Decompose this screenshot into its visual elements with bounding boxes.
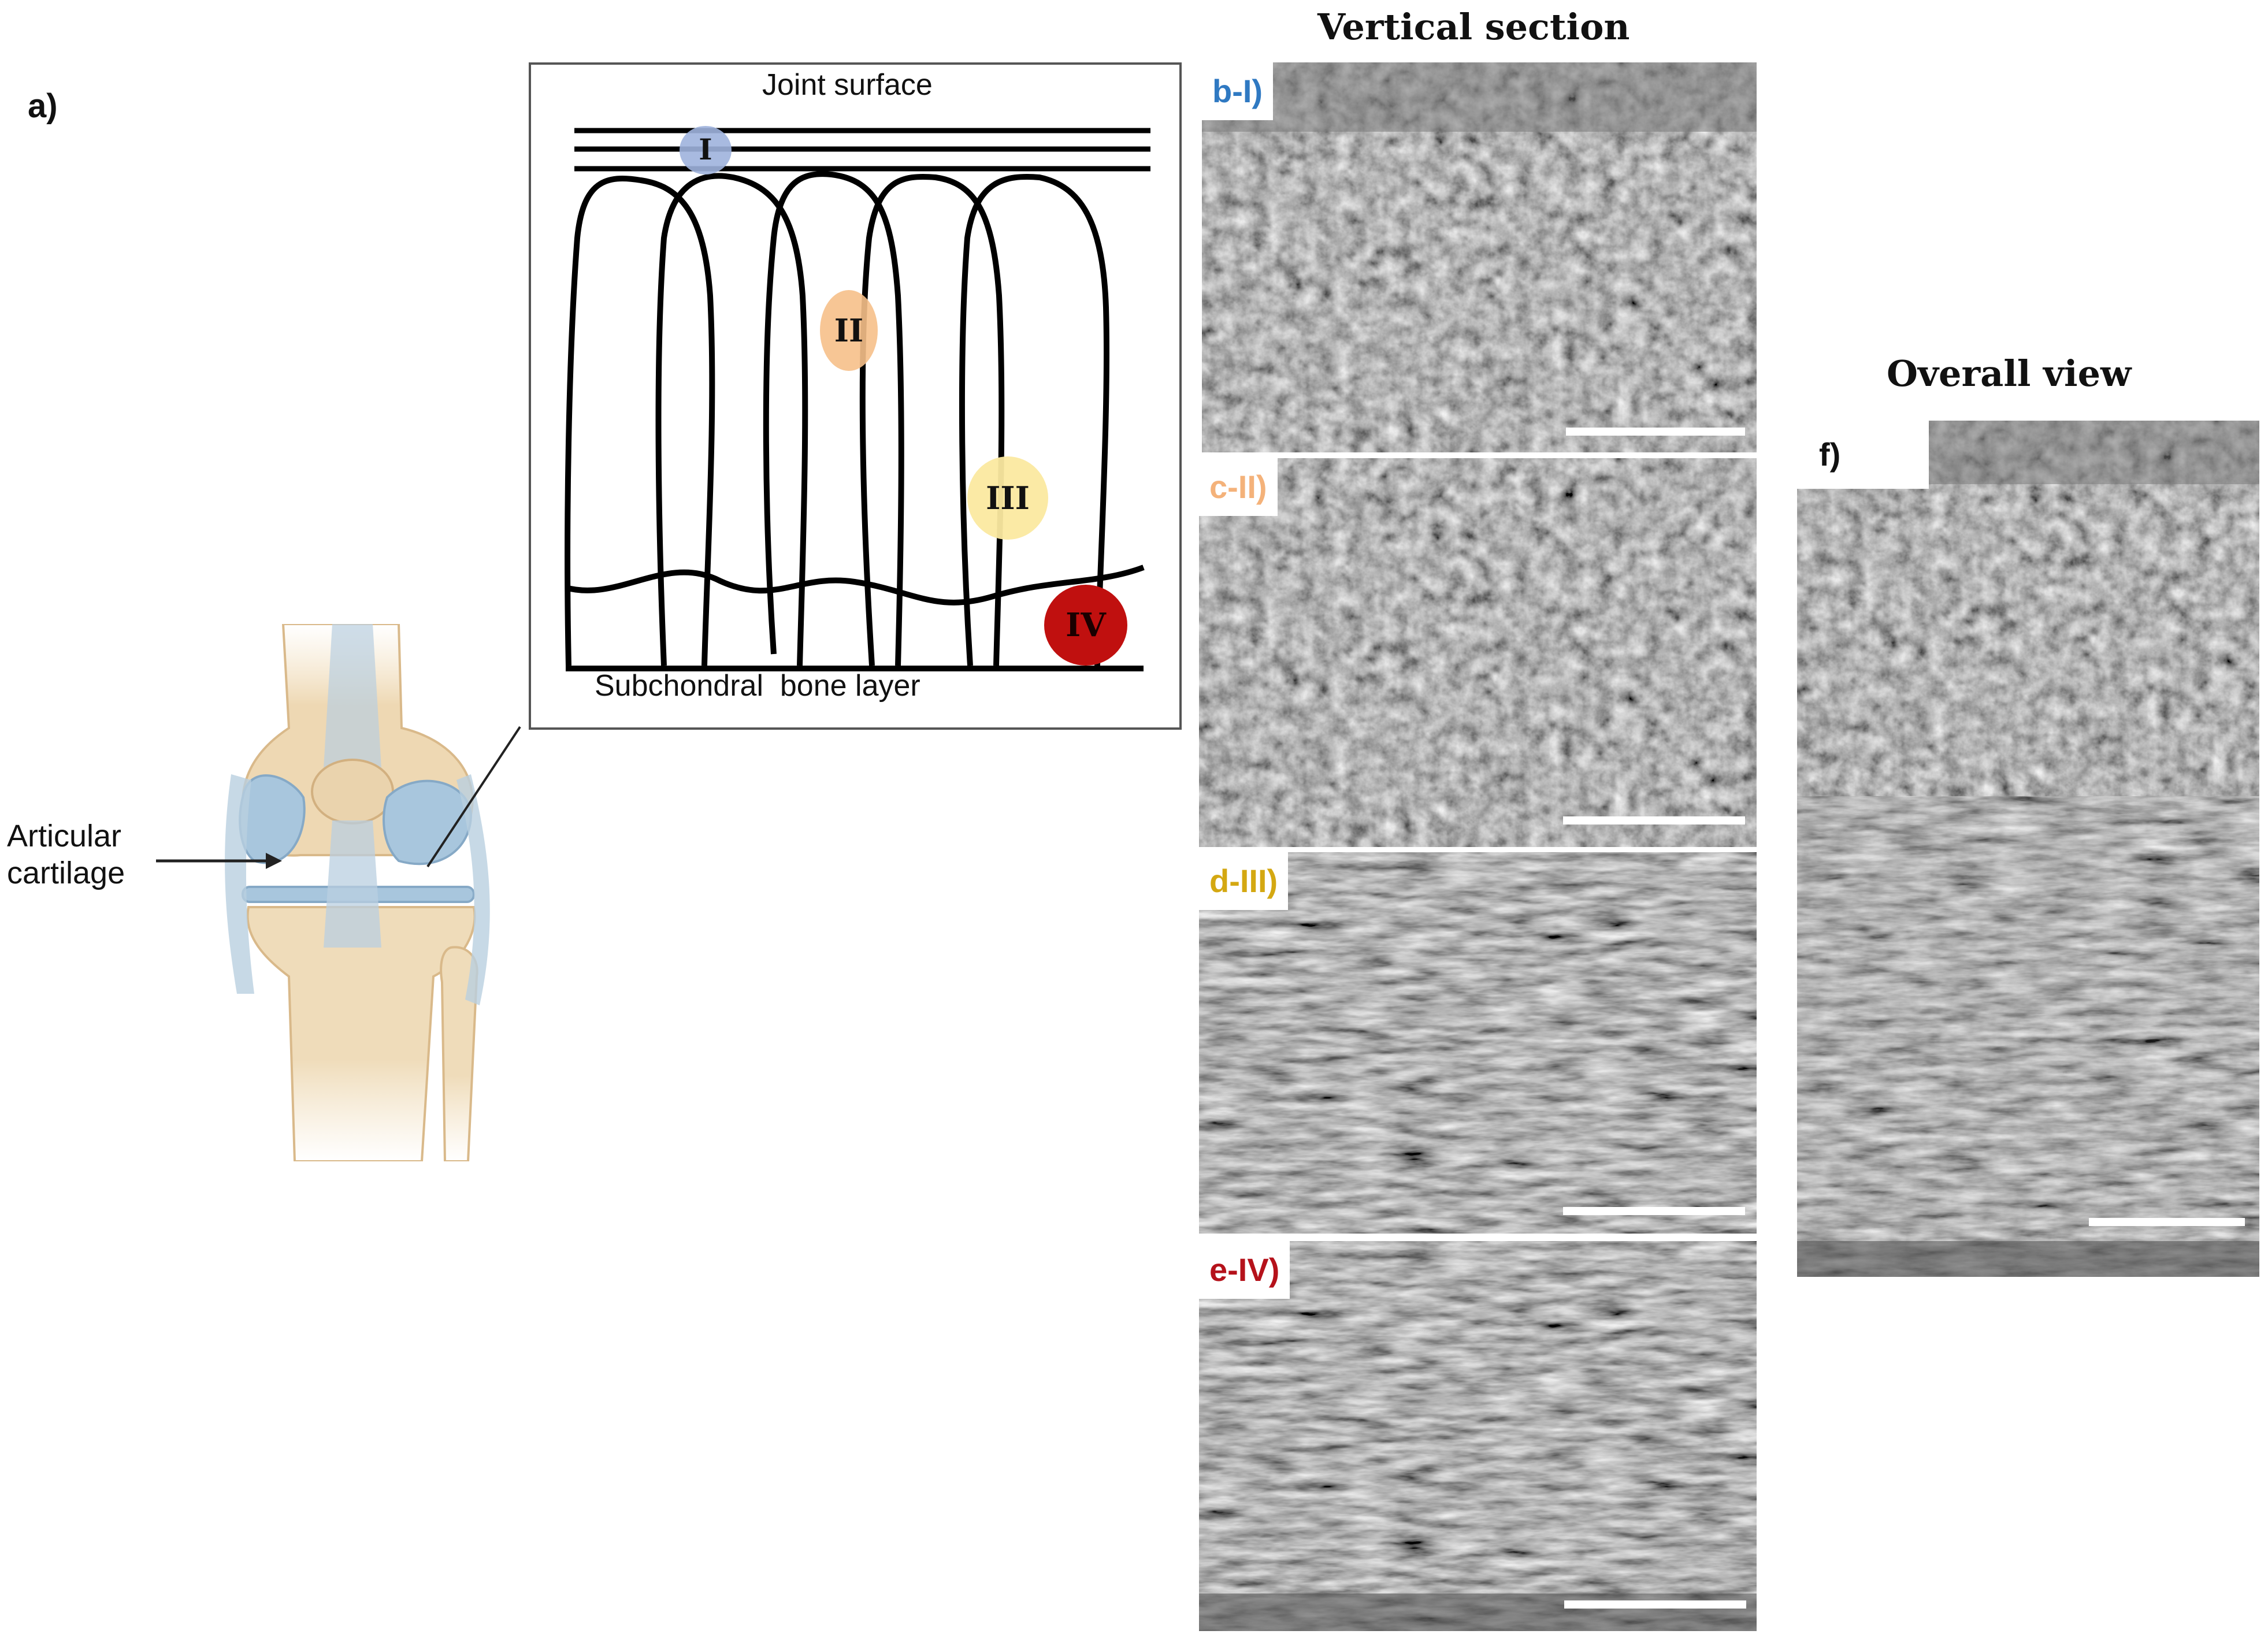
panel-f-label: f) <box>1797 421 1929 489</box>
sem-image-overall: f) <box>1797 421 2259 1277</box>
panel-e-label: e-IV) <box>1199 1241 1290 1299</box>
sem-image-zone-IV: e-IV) <box>1199 1241 1757 1631</box>
vertical-section-heading: Vertical section <box>1317 6 1630 48</box>
cartilage-zone-schematic: Joint surface Subchondral bone layer <box>529 62 1182 730</box>
callout-line-1: Articular <box>7 819 122 853</box>
zone-III-label: III <box>986 480 1030 517</box>
sem-image-zone-I: b-I) <box>1202 62 1757 452</box>
joint-surface-label: Joint surface <box>762 68 933 102</box>
zone-marker-I <box>680 126 732 174</box>
knee-illustration <box>225 624 490 1161</box>
zone-III-circle <box>967 456 1048 540</box>
zone-I-label: I <box>699 132 712 166</box>
articular-cartilage-label: Articular cartilage <box>7 818 125 892</box>
sem-image-zone-III: d-III) <box>1199 852 1757 1234</box>
overall-view-heading: Overall view <box>1887 352 2132 395</box>
zone-schematic-drawing <box>565 126 1150 671</box>
scale-bar-f <box>2089 1218 2245 1226</box>
panel-b-label: b-I) <box>1202 62 1274 120</box>
zone-IV-circle <box>1044 585 1127 666</box>
column-arch-2 <box>655 173 808 666</box>
zone-IV-label: IV <box>1066 606 1106 644</box>
column-arch-3 <box>763 171 904 666</box>
zone-II-label: II <box>834 312 864 349</box>
zone-marker-IV <box>1044 585 1127 666</box>
sem-image-zone-II: c-II) <box>1199 458 1757 847</box>
scale-bar-d <box>1563 1207 1745 1215</box>
column-arch-5 <box>959 173 1109 666</box>
scale-bar-c <box>1563 816 1745 824</box>
subchondral-bone-label: Subchondral bone layer <box>595 669 920 703</box>
tidemark-line <box>565 564 1145 606</box>
zone-marker-II <box>820 290 878 371</box>
panel-a-label: a) <box>28 87 58 125</box>
zoom-connector-line <box>426 726 521 868</box>
panel-c-label: c-II) <box>1199 458 1278 516</box>
callout-line-2: cartilage <box>7 856 125 890</box>
zone-I-circle <box>680 126 732 174</box>
scale-bar-b <box>1566 428 1745 436</box>
callout-arrow <box>156 853 282 869</box>
scale-bar-e <box>1564 1600 1746 1609</box>
zone-II-circle <box>820 290 878 371</box>
zone-marker-III <box>967 456 1048 540</box>
panel-d-label: d-III) <box>1199 852 1289 910</box>
column-arch-4 <box>859 173 1005 666</box>
column-arch-1 <box>565 175 715 666</box>
